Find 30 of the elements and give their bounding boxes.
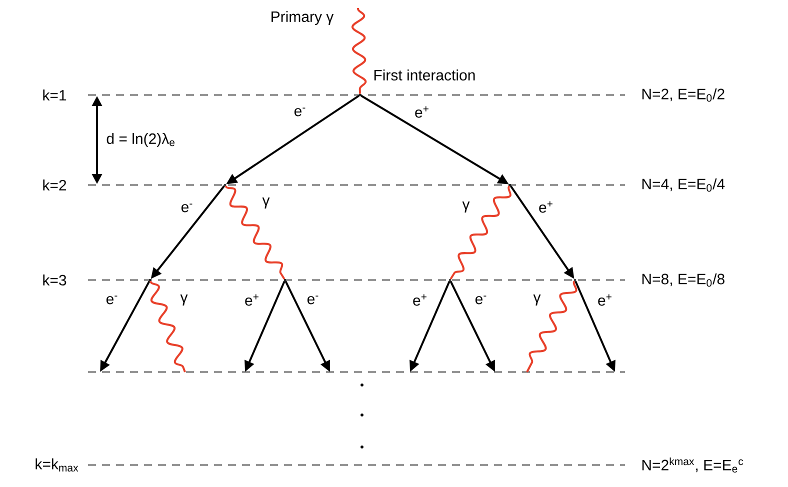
level-label: N=2$^{kmax}$, E=E$_{e}$c [640, 456, 745, 474]
edge-label: γ [179, 293, 189, 306]
edge-label: γ [461, 200, 471, 214]
edge-label: γ [261, 196, 271, 210]
edge-label: e$^{+}$ [412, 293, 428, 307]
edge-label: e$^{-}$ [180, 202, 194, 214]
level-label: k=2 [41, 178, 68, 192]
edge-label: e$^{-}$ [292, 106, 308, 118]
edge-label: e$^{+}$ [244, 293, 260, 307]
photon-line [450, 186, 512, 280]
edge-label: e$^{-}$ [104, 294, 120, 306]
edge-label: e$^{+}$ [414, 105, 430, 119]
level-label: N=8, E=E$_{0}$/8 [640, 272, 726, 288]
level-label: N=2, E=E$_{0}$/2 [640, 87, 726, 103]
photon-line [526, 280, 578, 372]
photon-line [224, 185, 286, 280]
level-label: k=1 [41, 88, 68, 102]
level-label: k=k$_{max}$ [34, 457, 80, 473]
level-label: N=4, E=E$_{0}$/4 [640, 177, 726, 193]
level-label: k=3 [41, 273, 68, 286]
level-label: d = ln(2)λ$_{e}$ [105, 132, 176, 148]
edge-label: e$^{-}$ [306, 294, 320, 306]
edge-label: e$^{-}$ [474, 294, 488, 306]
edge-label: e$^{+}$ [596, 293, 614, 307]
photon-line [351, 8, 367, 94]
annotation: First interaction [374, 69, 475, 80]
edge-label: γ [532, 293, 542, 306]
photon-line [150, 280, 186, 372]
edge-label: Primary γ [269, 10, 335, 26]
edge-label: e$^{+}$ [538, 200, 554, 214]
